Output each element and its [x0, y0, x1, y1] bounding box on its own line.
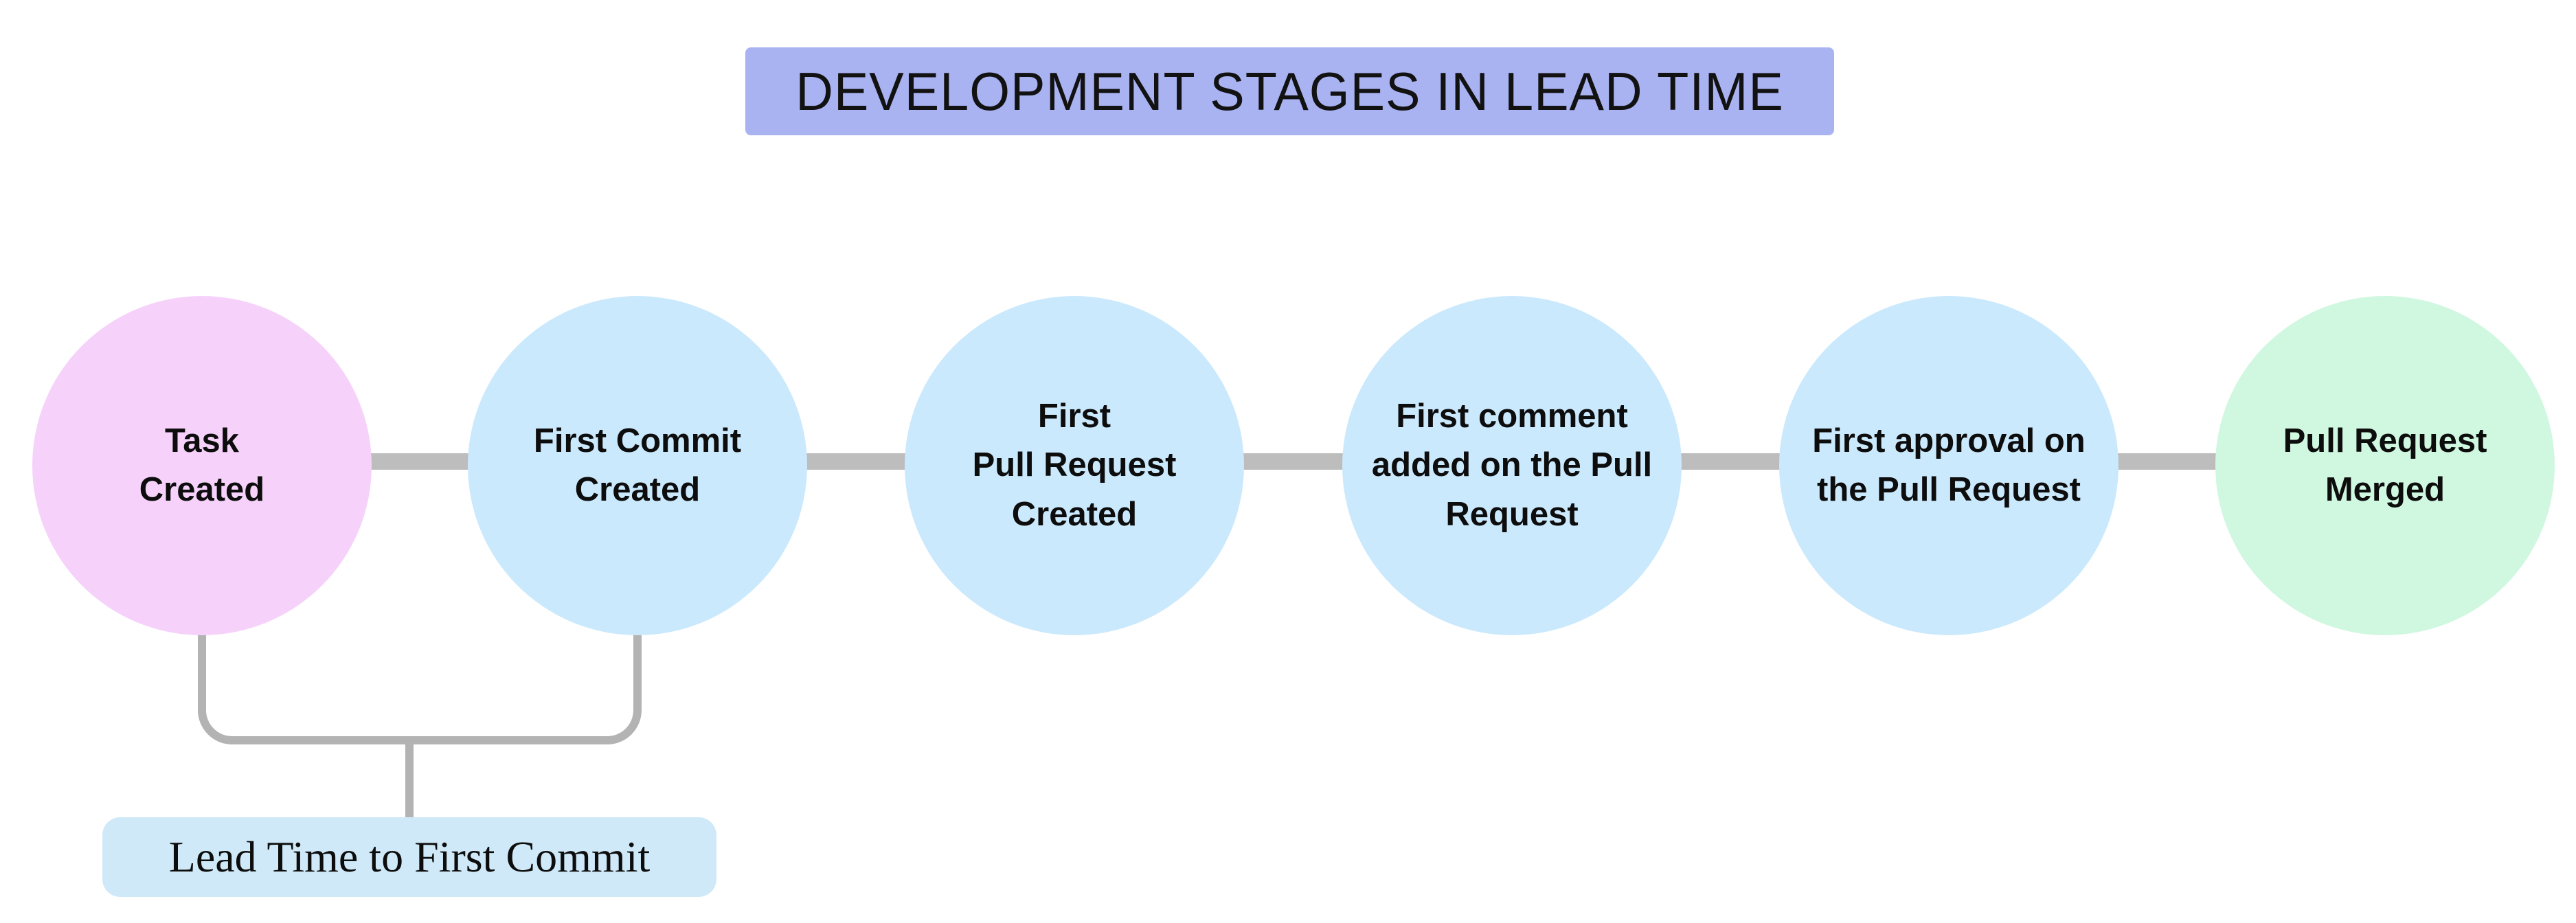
title-banner: DEVELOPMENT STAGES IN LEAD TIME [745, 47, 1834, 135]
stage-label-first-commit-created: First Commit Created [533, 422, 742, 508]
lead-time-bracket [198, 630, 642, 744]
stage-circle-pull-request-merged: Pull Request Merged [2215, 296, 2555, 635]
stage-label-first-approval: First approval on the Pull Request [1812, 422, 2086, 508]
stage-label-task-created: Task Created [139, 422, 265, 508]
page-title: DEVELOPMENT STAGES IN LEAD TIME [795, 60, 1784, 122]
lead-time-annotation-label: Lead Time to First Commit [168, 832, 651, 881]
stage-circle-first-commit-created: First Commit Created [468, 296, 807, 635]
lead-time-annotation-box: Lead Time to First Commit [102, 817, 716, 897]
stage-label-pull-request-merged: Pull Request Merged [2283, 422, 2487, 508]
stage-label-first-pull-request-created: First Pull Request Created [972, 398, 1177, 533]
stage-circle-first-comment-added: First comment added on the Pull Request [1342, 296, 1682, 635]
lead-time-bracket-stem [405, 744, 414, 817]
stage-circle-task-created: Task Created [32, 296, 372, 635]
stage-circle-first-approval: First approval on the Pull Request [1779, 296, 2119, 635]
stage-circle-first-pull-request-created: First Pull Request Created [905, 296, 1244, 635]
stage-label-first-comment-added: First comment added on the Pull Request [1371, 398, 1653, 533]
